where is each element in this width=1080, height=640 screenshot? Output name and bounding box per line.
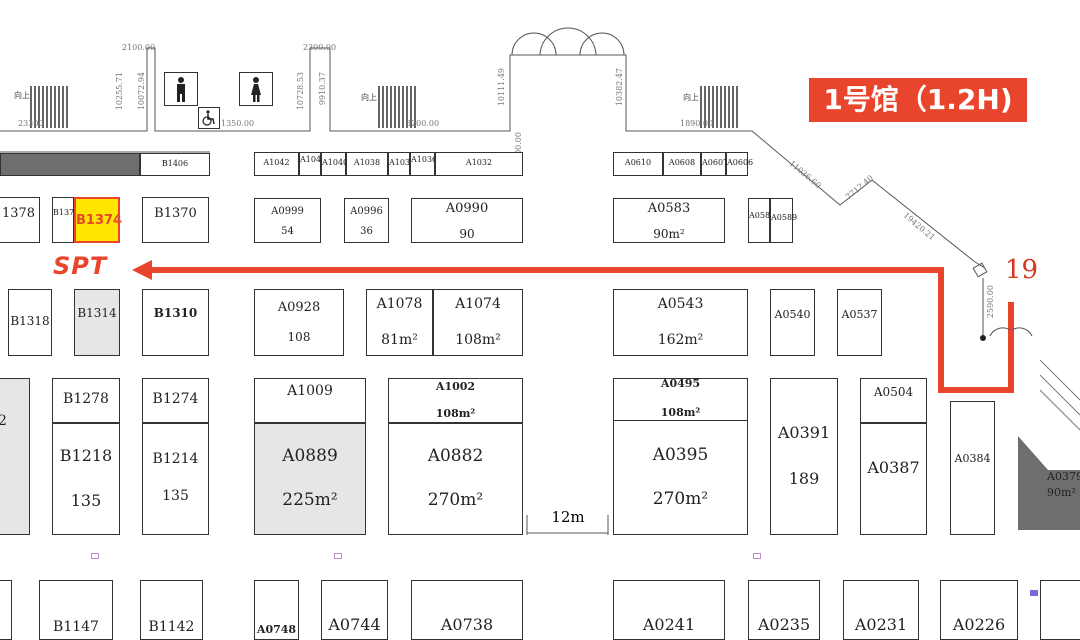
spt-brand-logo: SPT — [53, 252, 108, 280]
stairs-icon — [30, 86, 70, 128]
booth-a0581[interactable]: A0581 — [748, 198, 775, 243]
booth-b1376[interactable]: B1376 — [52, 197, 79, 243]
dimension-label: 2100.00 — [122, 43, 156, 52]
booth-b1142[interactable]: B1142 — [140, 580, 203, 640]
dimension-label: 2300.00 — [303, 43, 337, 52]
wall — [0, 47, 986, 269]
booth-strip-dark[interactable] — [0, 153, 140, 176]
booth-a0231[interactable]: A0231 — [843, 580, 919, 640]
booth-a0744[interactable]: A0744 — [321, 580, 388, 640]
booth-a1009[interactable]: A1009 — [254, 378, 366, 423]
booth-a0504[interactable]: A0504 — [860, 378, 927, 423]
booth-a1032[interactable]: A1032 — [435, 152, 523, 176]
booth-b1310[interactable]: B1310 — [142, 289, 209, 356]
booth-a0241[interactable]: A0241 — [613, 580, 725, 640]
male-restroom-icon — [164, 72, 198, 106]
booth-bottom-right[interactable] — [1040, 580, 1080, 640]
booth-b1318[interactable]: B1318 — [8, 289, 52, 356]
stairs-up-label: 向上 — [361, 93, 377, 102]
dimension-label: 23300 — [18, 119, 44, 128]
booth-a0610[interactable]: A0610 — [613, 152, 663, 176]
dimension-label: 9910.37 — [318, 72, 327, 106]
booth-a1036[interactable]: A1036 — [410, 152, 437, 176]
booth-b1370[interactable]: B1370 — [142, 197, 209, 243]
gray-wedge — [1018, 436, 1080, 530]
dimension-label: 10728.53 — [296, 72, 305, 111]
booth-a0608[interactable]: A0608 — [663, 152, 701, 176]
booth-b1406[interactable]: B1406 — [140, 153, 210, 176]
booth-a0738[interactable]: A0738 — [411, 580, 523, 640]
wheelchair-icon — [198, 107, 220, 129]
booth-a1040[interactable]: A1040 — [321, 152, 348, 176]
booth-b1374-highlighted[interactable]: B1374 — [74, 197, 122, 243]
female-restroom-icon — [239, 72, 273, 106]
stairs-up-label: 向上 — [14, 91, 30, 100]
dimension-label: 10382.47 — [615, 68, 624, 107]
booth-a0607[interactable]: A0607 — [701, 152, 728, 176]
stairs-up-label: 向上 — [683, 93, 699, 102]
booth-a0748[interactable]: A0748 — [254, 580, 299, 640]
booth-a0387[interactable]: A0387 — [860, 423, 927, 535]
aisle-marker — [91, 553, 99, 559]
booth-bottom-left[interactable] — [0, 580, 12, 640]
booth-a1037[interactable]: A1037 — [388, 152, 415, 176]
booth-a0537[interactable]: A0537 — [837, 289, 882, 356]
booth-b1314[interactable]: B1314 — [74, 289, 120, 356]
booth-a0384[interactable]: A0384 — [950, 401, 995, 535]
dimension-label: 10255.71 — [115, 72, 124, 111]
aisle-marker — [334, 553, 342, 559]
stairs-icon — [378, 86, 418, 128]
booth-b1274[interactable]: B1274 — [142, 378, 209, 423]
entrance-number: 19 — [1005, 255, 1039, 285]
dimension-label: 1890.00 — [680, 119, 714, 128]
dimension-label: 1350.00 — [221, 119, 255, 128]
aisle-marker — [753, 553, 761, 559]
booth-a1042[interactable]: A1042 — [254, 152, 299, 176]
dimension-label: 10111.49 — [497, 68, 506, 107]
dimension-label: 2590.00 — [986, 285, 995, 319]
dimension-label: 3200.00 — [406, 119, 440, 128]
entrance-door-arcs — [511, 27, 625, 56]
aisle-width-label: 12m — [551, 508, 585, 526]
booth-a1038[interactable]: A1038 — [346, 152, 388, 176]
dimension-label: 10072.94 — [137, 72, 146, 111]
booth-b-left-partial[interactable]: 2 — [0, 378, 30, 535]
booth-a0226[interactable]: A0226 — [940, 580, 1018, 640]
booth-a0540[interactable]: A0540 — [770, 289, 815, 356]
booth-a0606[interactable]: A0606 — [726, 152, 753, 176]
booth-b1147[interactable]: B1147 — [39, 580, 113, 640]
booth-b1278[interactable]: B1278 — [52, 378, 120, 423]
route-path — [132, 260, 1014, 393]
stairs-icon — [700, 86, 740, 128]
booth-a0235[interactable]: A0235 — [748, 580, 820, 640]
booth-1378[interactable]: 1378 — [0, 197, 40, 243]
hall-title-badge: 1号馆（1.2H) — [809, 78, 1027, 122]
aisle-marker — [1030, 590, 1038, 596]
marker-dot — [980, 335, 986, 341]
booth-a0589[interactable]: A0589 — [770, 198, 797, 243]
booth-a1041[interactable]: A1041 — [299, 152, 326, 176]
